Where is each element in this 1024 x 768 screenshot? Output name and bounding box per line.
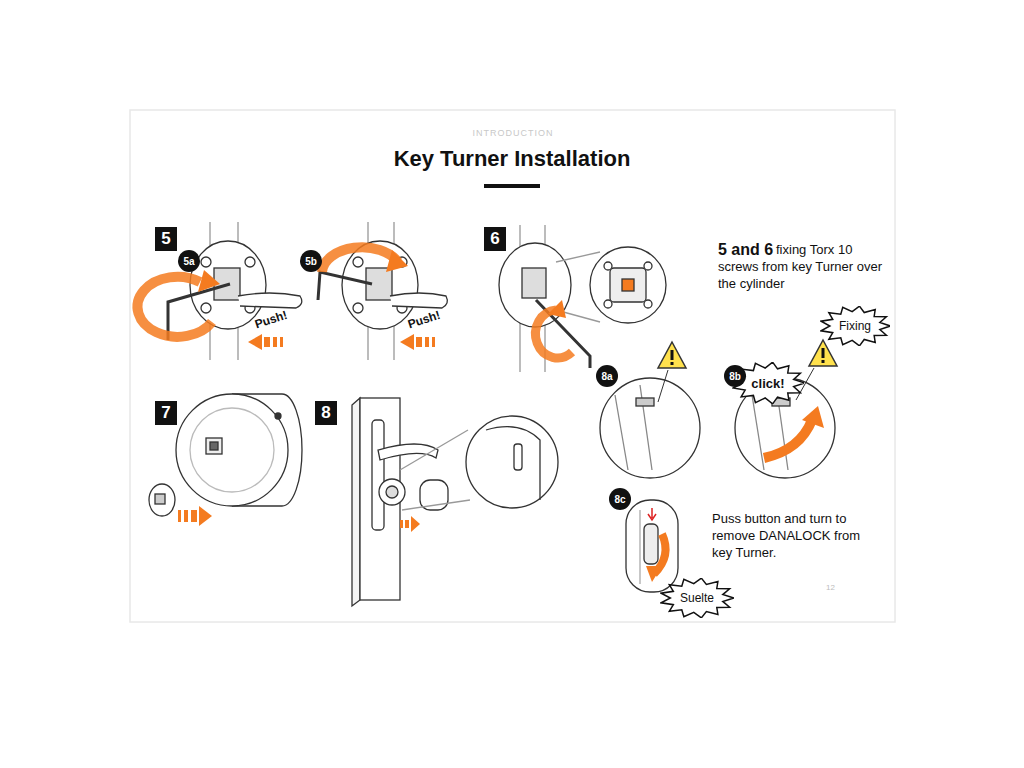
page-frame (130, 110, 895, 622)
starburst-callout: Suelte (660, 578, 734, 618)
section-header: INTRODUCTION (468, 128, 558, 140)
node-text: Suelte (680, 591, 714, 605)
node-text: 5b (305, 256, 317, 267)
step-number: 8 (315, 401, 337, 425)
arrow-head (198, 270, 220, 292)
detail-8c (626, 500, 678, 592)
node-text: 8 (321, 403, 330, 423)
step-5b-figure (318, 222, 447, 360)
node-text: 7 (161, 403, 170, 423)
diagram-title: Key Turner Installation (0, 146, 1024, 172)
starburst-shape (821, 306, 890, 346)
substep-badge: 5b (300, 250, 322, 272)
substep-badge: 5a (178, 250, 200, 272)
arrow-head (646, 566, 662, 582)
node-text: Fixing (839, 319, 871, 333)
rotation-arrow (536, 310, 572, 358)
step-7-figure (149, 394, 302, 516)
node-text: click! (751, 376, 784, 391)
action-label: Push! (406, 308, 443, 333)
substep-badge: 8c (609, 488, 631, 510)
warning-sign (658, 342, 686, 402)
substep-badge: 8a (596, 365, 618, 387)
starburst-callout: Fixing (820, 306, 890, 346)
arrow-head (802, 406, 824, 428)
step-number: 6 (484, 227, 506, 251)
page-number: 12 (826, 583, 835, 593)
step-number: 5 (155, 227, 177, 251)
node-text: 8b (729, 371, 741, 382)
push-arrow (400, 516, 420, 532)
detail-8a (600, 378, 700, 478)
step-6-figure (499, 225, 666, 372)
node-text: 8a (601, 371, 612, 382)
push-arrow (178, 506, 212, 526)
step-8-figure (352, 398, 558, 606)
push-arrow (400, 334, 435, 350)
warning-sign (796, 340, 837, 400)
rotation-arrow (764, 420, 812, 458)
instruction-note: Puss button and turn to remove DANALOCK … (712, 511, 872, 562)
substep-badge: 8b (724, 365, 746, 387)
press-arrow (648, 508, 656, 520)
arrow-head (386, 250, 408, 272)
starburst-shape (661, 578, 734, 618)
node-text: 6 (490, 229, 499, 249)
node-text: 5 (161, 229, 170, 249)
instruction-note: fixing Torx 10 screws from key Turner ov… (718, 242, 890, 293)
node-text: 8c (614, 494, 625, 505)
rotation-arrow (322, 247, 398, 272)
title-underline (484, 184, 540, 188)
push-arrow (248, 334, 283, 350)
step-number: 7 (155, 401, 177, 425)
arrow-head (548, 300, 566, 318)
node-text: 5a (183, 256, 194, 267)
instruction-note: 5 and 6 (718, 240, 773, 261)
